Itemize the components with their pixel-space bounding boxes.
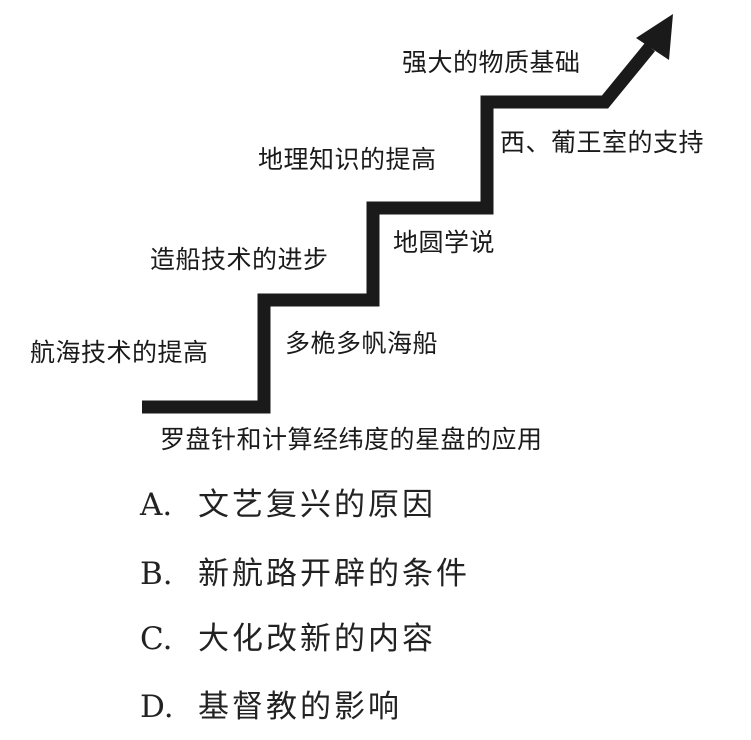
- label-material-foundation: 强大的物质基础: [402, 48, 581, 77]
- option-letter: C.: [140, 621, 173, 657]
- staircase-line: [142, 42, 656, 414]
- label-multi-mast-ship: 多桅多帆海船: [285, 329, 439, 358]
- option-text: 大化改新的内容: [198, 621, 436, 657]
- option-letter: A.: [140, 487, 173, 523]
- option-d[interactable]: D. 基督教的影响: [140, 692, 402, 723]
- label-navigation-skill: 航海技术的提高: [30, 338, 209, 367]
- label-compass-astrolabe: 罗盘针和计算经纬度的星盘的应用: [160, 425, 543, 454]
- option-text: 新航路开辟的条件: [198, 556, 470, 592]
- label-shipbuilding: 造船技术的进步: [150, 245, 329, 274]
- label-round-earth-theory: 地圆学说: [393, 228, 496, 257]
- option-text: 文艺复兴的原因: [198, 487, 436, 523]
- option-letter: B.: [140, 556, 173, 592]
- option-b[interactable]: B. 新航路开辟的条件: [140, 559, 470, 590]
- label-royal-support: 西、葡王室的支持: [500, 128, 705, 157]
- option-a[interactable]: A. 文艺复兴的原因: [140, 490, 436, 521]
- label-geography-knowledge: 地理知识的提高: [258, 145, 437, 174]
- option-text: 基督教的影响: [198, 689, 402, 725]
- option-c[interactable]: C. 大化改新的内容: [140, 624, 436, 655]
- arrow-head-icon: [636, 14, 673, 60]
- option-letter: D.: [140, 689, 174, 725]
